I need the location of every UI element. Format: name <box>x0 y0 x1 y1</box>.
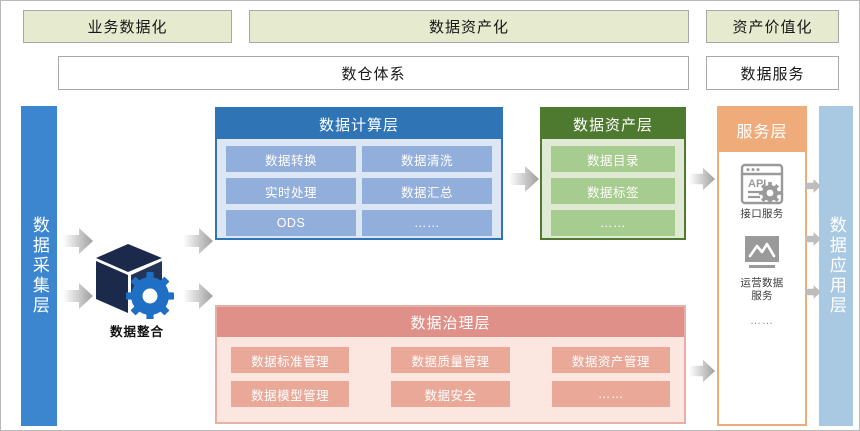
subbox-data-service: 数据服务 <box>706 56 839 90</box>
arrow-service-to-application-1 <box>805 176 821 196</box>
banner-business-datafication: 业务数据化 <box>23 10 232 43</box>
panel-data-compute-layer: 数据计算层 数据转换 数据清洗 实时处理 数据汇总 ODS …… <box>215 107 503 240</box>
tile-data-model-management[interactable]: 数据模型管理 <box>231 381 350 407</box>
tile-data-tags[interactable]: 数据标签 <box>551 178 675 204</box>
panel-title: 数据治理层 <box>217 307 684 337</box>
tile-asset-more[interactable]: …… <box>551 210 675 236</box>
compute-tile-grid: 数据转换 数据清洗 实时处理 数据汇总 ODS …… <box>217 139 501 243</box>
api-window-gear-icon: API <box>740 163 784 205</box>
arrow-integration-to-governance <box>183 281 213 311</box>
column-data-collection-layer: 数据采集层 <box>21 106 57 426</box>
arrow-collect-to-integration-bottom <box>63 281 93 311</box>
data-integration-group: 数据整合 <box>89 241 185 340</box>
banner-data-assetization: 数据资产化 <box>249 10 689 43</box>
service-items-list: API 接口服务 <box>719 152 805 327</box>
tile-data-security[interactable]: 数据安全 <box>391 381 510 407</box>
panel-title: 数据计算层 <box>217 109 501 139</box>
integration-label: 数据整合 <box>109 325 164 339</box>
governance-tile-grid: 数据标准管理 数据质量管理 数据资产管理 数据模型管理 数据安全 …… <box>217 337 684 417</box>
tile-ods[interactable]: ODS <box>226 210 356 236</box>
tile-data-catalog[interactable]: 数据目录 <box>551 146 675 172</box>
panel-title: 数据资产层 <box>542 109 684 139</box>
tile-data-transform[interactable]: 数据转换 <box>226 146 356 172</box>
banner-asset-valuation: 资产价值化 <box>706 10 839 43</box>
arrow-collect-to-integration-top <box>63 226 93 256</box>
service-item-label-api: 接口服务 <box>740 208 784 220</box>
tile-data-aggregation[interactable]: 数据汇总 <box>362 178 492 204</box>
subbox-label: 数据服务 <box>740 65 805 83</box>
service-more-label: …… <box>750 315 774 328</box>
arrow-service-to-application-2 <box>805 229 821 249</box>
tile-data-quality-management[interactable]: 数据质量管理 <box>391 347 510 373</box>
column-label: 数据应用层 <box>826 216 846 316</box>
tile-compute-more[interactable]: …… <box>362 210 492 236</box>
asset-tile-grid: 数据目录 数据标签 …… <box>542 139 684 243</box>
panel-service-layer: 服务层 API <box>717 106 807 426</box>
column-data-application-layer: 数据应用层 <box>819 106 853 426</box>
tile-data-cleaning[interactable]: 数据清洗 <box>362 146 492 172</box>
banner-label: 数据资产化 <box>428 19 509 36</box>
arrow-governance-to-service <box>689 356 715 386</box>
service-item-label-operational: 运营数据 服务 <box>740 277 784 303</box>
arrow-asset-to-service <box>689 164 715 194</box>
arrow-integration-to-compute <box>183 226 213 256</box>
monitor-chart-icon <box>745 236 779 269</box>
arrow-service-to-application-3 <box>805 282 821 302</box>
column-label: 数据采集层 <box>29 216 49 316</box>
tile-data-asset-management[interactable]: 数据资产管理 <box>551 347 670 373</box>
banner-label: 业务数据化 <box>87 19 168 36</box>
banner-label: 资产价值化 <box>732 19 813 36</box>
tile-data-standard-management[interactable]: 数据标准管理 <box>231 347 350 373</box>
panel-data-governance-layer: 数据治理层 数据标准管理 数据质量管理 数据资产管理 数据模型管理 数据安全 …… <box>215 305 686 424</box>
subbox-label: 数仓体系 <box>341 65 406 83</box>
panel-title: 服务层 <box>719 108 805 152</box>
tile-governance-more[interactable]: …… <box>551 381 670 407</box>
cube-gear-icon <box>96 244 174 319</box>
tile-realtime-processing[interactable]: 实时处理 <box>226 178 356 204</box>
subbox-warehouse-system: 数仓体系 <box>58 56 689 90</box>
panel-data-asset-layer: 数据资产层 数据目录 数据标签 …… <box>540 107 686 240</box>
arrow-compute-to-asset <box>509 164 539 194</box>
